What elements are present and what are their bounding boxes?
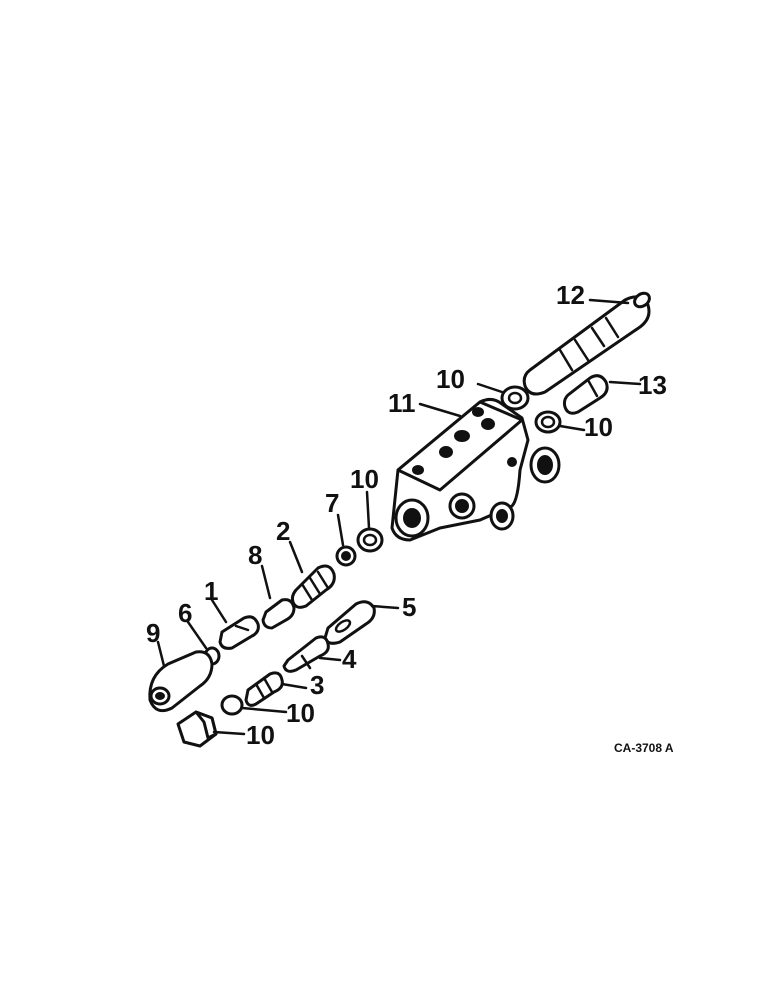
part-5-piston (323, 600, 400, 645)
callout-2: 2 (276, 516, 290, 546)
callout-3: 3 (310, 670, 324, 700)
part-7-seal (335, 513, 357, 567)
callout-labels: 12 13 10 10 11 10 7 2 8 1 6 9 5 4 3 10 1… (146, 280, 667, 750)
part-10-washer-upper (476, 382, 530, 411)
callout-10-right: 10 (584, 412, 613, 442)
part-9-cap (148, 640, 214, 713)
part-14-spool (522, 291, 651, 396)
callout-11: 10 (246, 720, 275, 750)
callout-1: 1 (204, 576, 218, 606)
callout-12: 10 (286, 698, 315, 728)
callout-7: 7 (325, 488, 339, 518)
callout-9: 9 (146, 618, 160, 648)
callout-10-left: 10 (350, 464, 379, 494)
part-10-washer-left (356, 490, 384, 553)
callout-13: 11 (388, 388, 416, 418)
catalog-code: CA-3708 A (614, 741, 674, 755)
part-4-pin (282, 635, 342, 673)
callout-5: 5 (402, 592, 416, 622)
callout-10-upper: 10 (436, 364, 465, 394)
callout-14: 12 (556, 280, 585, 310)
part-13-valve-body (390, 397, 561, 542)
callout-15: 13 (638, 370, 667, 400)
part-15-fitting (562, 374, 642, 415)
callout-4: 4 (342, 644, 357, 674)
part-3-spring (244, 671, 308, 707)
part-8-plug (260, 564, 296, 630)
callout-6: 6 (178, 598, 192, 628)
callout-8: 8 (248, 540, 262, 570)
part-2-spring (288, 540, 336, 609)
part-1-clip (210, 598, 260, 650)
part-11-plug-bolt (176, 710, 246, 748)
part-12-oring (220, 694, 288, 716)
part-10-washer-right (534, 410, 586, 434)
